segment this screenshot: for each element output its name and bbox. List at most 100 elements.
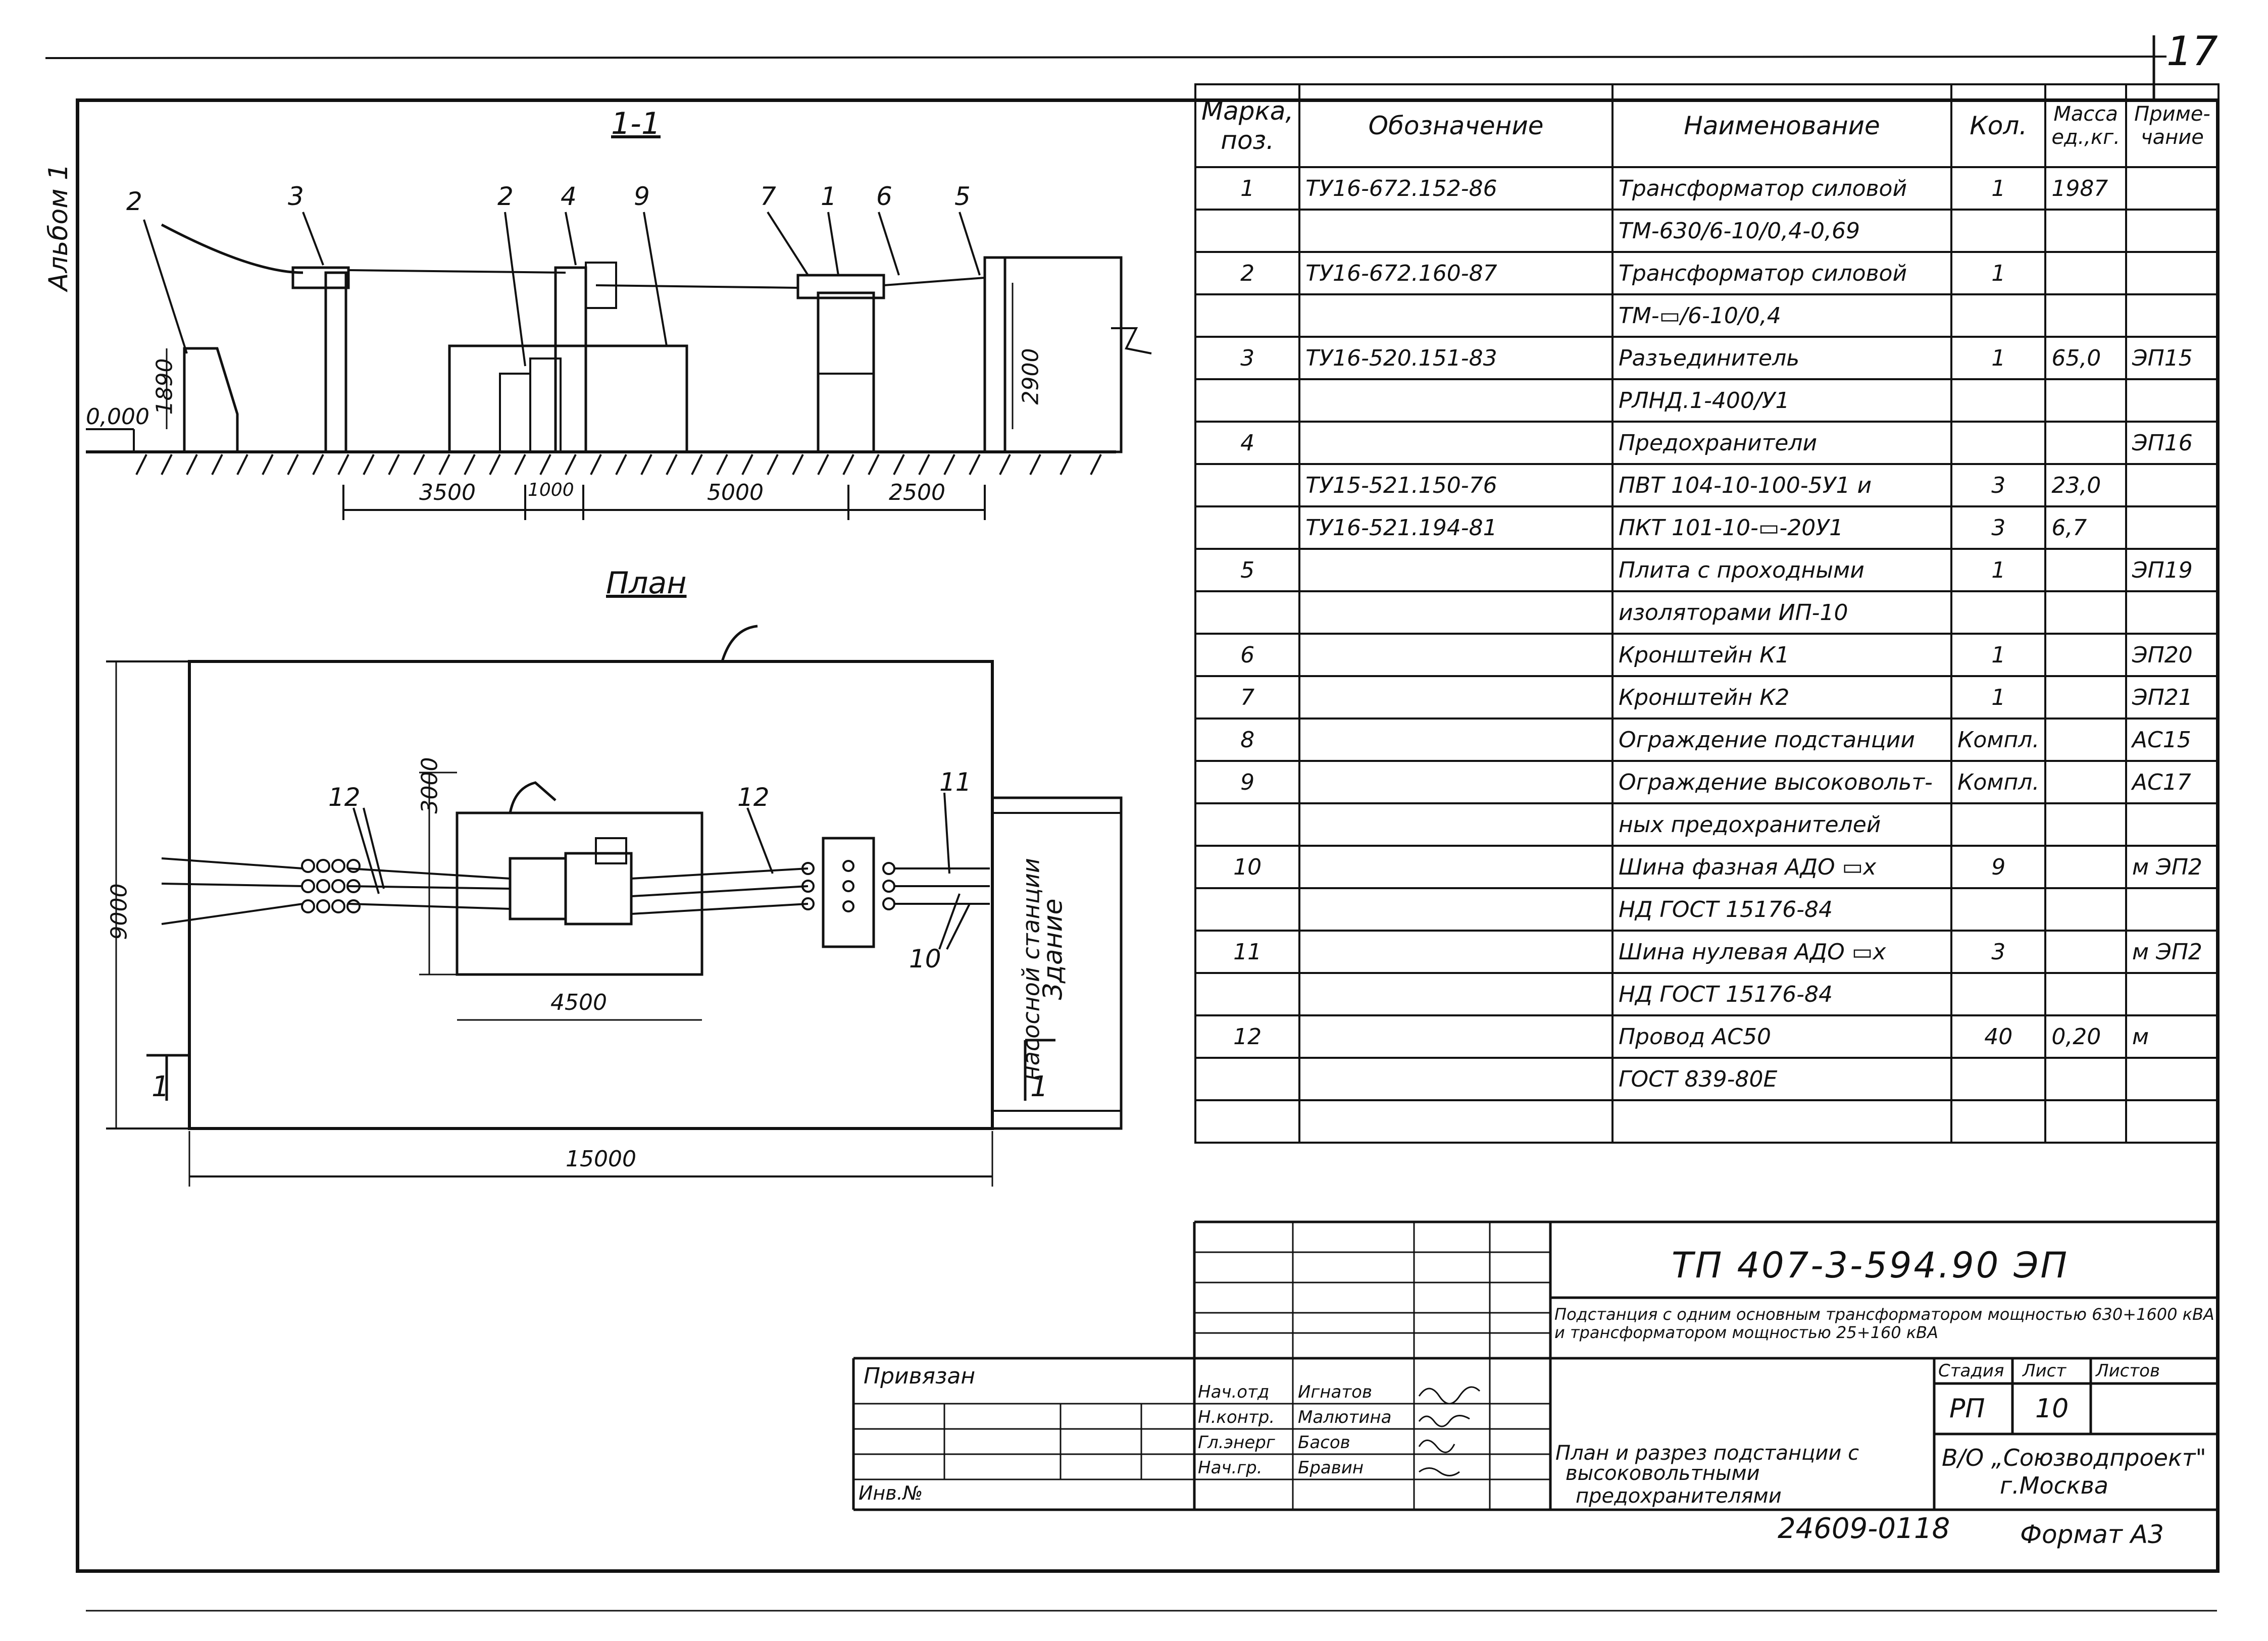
spec-cell-note	[2125, 505, 2220, 550]
spec-cell-note	[2125, 293, 2220, 338]
spec-cell-note: ЭП20	[2125, 633, 2220, 677]
role-4: Нач.гр.	[1198, 1458, 1263, 1478]
spec-cell-name: Шина фазная АДО ▭x	[1611, 845, 1953, 889]
spec-cell-designation	[1298, 633, 1614, 677]
spec-row: РЛНД.1-400/У1	[1194, 378, 2220, 423]
spec-cell-name: ТМ-▭/6-10/0,4	[1611, 293, 1953, 338]
spec-cell-name: Предохранители	[1611, 421, 1953, 465]
spec-cell-note	[2125, 887, 2220, 932]
spec-cell-name: ных предохранителей	[1611, 802, 1953, 847]
role-1: Нач.отд	[1198, 1382, 1270, 1402]
spec-cell-designation	[1298, 760, 1614, 804]
spec-cell-name: ПВТ 104-10-100-5У1 и	[1611, 463, 1953, 507]
spec-cell-mass	[2044, 930, 2127, 974]
spec-cell-designation	[1298, 930, 1614, 974]
spec-cell-mass: 0,20	[2044, 1014, 2127, 1059]
spec-cell-qty: 3	[1950, 930, 2047, 974]
spec-cell-name: Разъединитель	[1611, 336, 1953, 380]
spec-cell-name: НД ГОСТ 15176-84	[1611, 887, 1953, 932]
spec-cell-mark: 10	[1194, 845, 1301, 889]
spec-cell-mark: 1	[1194, 166, 1301, 211]
section-callout-1: 1	[821, 182, 837, 211]
spec-cell-designation: ТУ16-520.151-83	[1298, 336, 1614, 380]
spec-cell-qty	[1950, 1057, 2047, 1101]
spec-cell-name: Кронштейн К1	[1611, 633, 1953, 677]
spec-cell-designation: ТУ16-672.160-87	[1298, 251, 1614, 295]
paper-format: Формат А3	[2020, 1520, 2164, 1549]
spec-row: ТМ-630/6-10/0,4-0,69	[1194, 209, 2220, 253]
spec-cell-qty	[1950, 802, 2047, 847]
spec-cell-mark: 8	[1194, 717, 1301, 762]
plan-callout-10: 10	[909, 944, 941, 973]
spec-header-qty: Кол.	[1950, 83, 2047, 168]
spec-cell-designation	[1298, 548, 1614, 592]
spec-cell-name: РЛНД.1-400/У1	[1611, 378, 1953, 423]
section-callout-6: 6	[876, 182, 892, 211]
spec-cell-name: Шина нулевая АДО ▭x	[1611, 930, 1953, 974]
spec-cell-mark	[1194, 293, 1301, 338]
name-4: Бравин	[1298, 1458, 1364, 1478]
bound-label: Привязан	[864, 1363, 976, 1389]
spec-header-name: Наименование	[1611, 83, 1953, 168]
spec-cell-designation	[1298, 378, 1614, 423]
elevation-zero-label: 0,000	[86, 404, 149, 430]
section-dim-3500: 3500	[419, 480, 476, 505]
specification-table: Марка, поз. Обозначение Наименование Кол…	[1194, 83, 2220, 1144]
spec-cell-note	[2125, 378, 2220, 423]
plan-callout-12b: 12	[737, 783, 770, 812]
spec-cell-note	[2125, 251, 2220, 295]
spec-row: НД ГОСТ 15176-84	[1194, 972, 2220, 1016]
spec-cell-note	[2125, 166, 2220, 211]
section-callout-2a: 2	[126, 187, 142, 216]
spec-cell-mass	[2044, 887, 2127, 932]
spec-cell-mass	[2044, 1099, 2127, 1144]
spec-cell-mark	[1194, 505, 1301, 550]
sheets-header: Листов	[2096, 1361, 2160, 1381]
spec-cell-designation: ТУ16-672.152-86	[1298, 166, 1614, 211]
spec-cell-note: ЭП21	[2125, 675, 2220, 720]
spec-cell-qty	[1950, 378, 2047, 423]
spec-cell-mass	[2044, 845, 2127, 889]
sheet-title-line1: План и разрез подстанции с	[1555, 1442, 1859, 1465]
spec-header-designation: Обозначение	[1298, 83, 1614, 168]
spec-cell-qty: 3	[1950, 463, 2047, 507]
spec-cell-name: Ограждение подстанции	[1611, 717, 1953, 762]
spec-cell-mark	[1194, 802, 1301, 847]
sheet-value: 10	[2035, 1394, 2069, 1424]
spec-cell-mark: 7	[1194, 675, 1301, 720]
spec-cell-note	[2125, 590, 2220, 635]
spec-cell-mass	[2044, 421, 2127, 465]
stage-value: РП	[1949, 1394, 1985, 1424]
spec-row: НД ГОСТ 15176-84	[1194, 887, 2220, 932]
spec-cell-qty: 1	[1950, 633, 2047, 677]
spec-cell-qty: 1	[1950, 251, 2047, 295]
spec-cell-mass	[2044, 548, 2127, 592]
spec-cell-note: м ЭП2	[2125, 845, 2220, 889]
spec-cell-qty: Компл.	[1950, 717, 2047, 762]
spec-cell-designation: ТУ15-521.150-76	[1298, 463, 1614, 507]
spec-cell-mark: 2	[1194, 251, 1301, 295]
spec-cell-mass	[2044, 802, 2127, 847]
spec-cell-mark	[1194, 972, 1301, 1016]
archive-page: 18	[1914, 1512, 1950, 1545]
spec-cell-name: ТМ-630/6-10/0,4-0,69	[1611, 209, 1953, 253]
spec-cell-mark	[1194, 378, 1301, 423]
plan-callout-12a: 12	[328, 783, 361, 812]
spec-cell-designation	[1298, 209, 1614, 253]
spec-cell-mass	[2044, 209, 2127, 253]
spec-cell-qty	[1950, 421, 2047, 465]
spec-cell-mass: 1987	[2044, 166, 2127, 211]
organization-line2: г.Москва	[2000, 1472, 2108, 1499]
spec-cell-qty: Компл.	[1950, 760, 2047, 804]
spec-row: изоляторами ИП-10	[1194, 590, 2220, 635]
spec-cell-mass: 23,0	[2044, 463, 2127, 507]
spec-cell-qty	[1950, 1099, 2047, 1144]
spec-cell-note: м ЭП2	[2125, 930, 2220, 974]
